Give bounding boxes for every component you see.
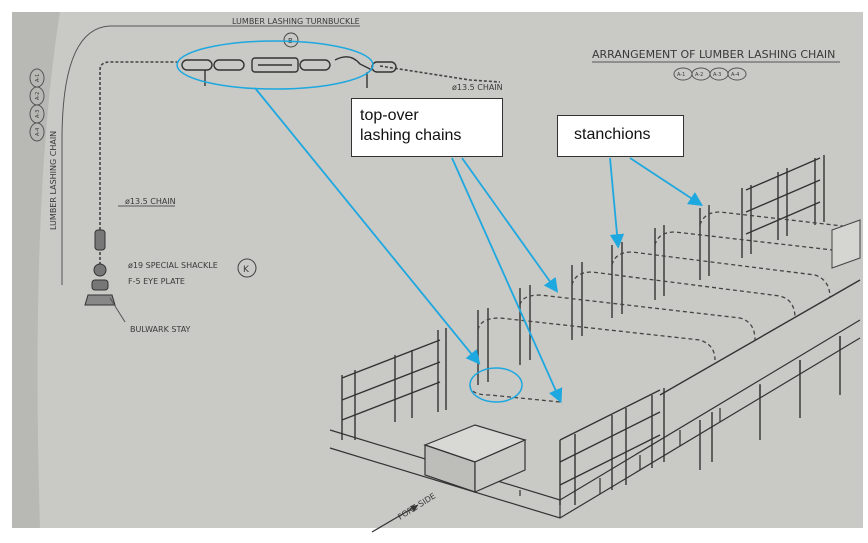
section-mark-top: A-1 (677, 72, 685, 78)
deck-hull (329, 319, 861, 519)
section-mark-top: A-2 (695, 72, 703, 78)
section-marks-left (29, 68, 45, 142)
top-over-label-line1: top-over (360, 107, 419, 124)
cargo-stack (831, 219, 861, 269)
fore-side-label: FORE SIDE (396, 491, 437, 521)
section-mark-left: A-4 (35, 128, 41, 136)
chain-label-left: ø13.5 CHAIN (125, 197, 176, 206)
stanchions-label: stanchions (574, 126, 651, 143)
attachment-highlight (469, 367, 523, 403)
chain-label-top: ø13.5 CHAIN (452, 83, 503, 92)
turnbuckle-highlight (176, 40, 374, 90)
arrow-chain-2 (461, 157, 559, 293)
arrow-stanchion-2 (629, 157, 704, 206)
chain-fittings-left (84, 229, 116, 306)
eye-plate-label: F-5 EYE PLATE (128, 277, 185, 286)
turnbuckle-mark-circle (283, 32, 299, 48)
shackle-mark-circle (237, 258, 257, 278)
top-over-callout: top-over lashing chains (351, 98, 503, 157)
bulwark-label: BULWARK STAY (130, 325, 191, 334)
section-mark-top: A-4 (731, 72, 739, 78)
forward-railing (341, 328, 447, 440)
arrow-chain-1 (451, 157, 563, 404)
drawing-title: ARRANGEMENT OF LUMBER LASHING CHAIN (592, 48, 835, 61)
turnbuckle-label: LUMBER LASHING TURNBUCKLE (232, 17, 360, 26)
turnbuckle (181, 56, 397, 88)
arrow-stanchion-1 (609, 157, 625, 249)
annotation-arrows (254, 87, 704, 404)
section-mark-left: A-3 (35, 110, 41, 118)
lumber-block (423, 424, 527, 493)
lashing-chain-left (99, 61, 180, 265)
section-mark-left: A-1 (35, 74, 41, 82)
stanchions-row (477, 155, 861, 470)
shackle-mark: K (243, 265, 250, 275)
sheet-shadow (12, 12, 60, 528)
arrow-turnbuckle-to-deck (254, 87, 481, 365)
dimension-arc (61, 25, 360, 141)
shackle-label: ø19 SPECIAL SHACKLE (128, 261, 218, 270)
section-marks-top (673, 67, 747, 81)
vertical-label: LUMBER LASHING CHAIN (49, 131, 58, 230)
bulwark-leader (109, 297, 126, 323)
fore-side-arrow (371, 504, 419, 533)
lashing-chain-right (379, 65, 501, 83)
stanchions-callout: stanchions (557, 115, 684, 157)
section-mark-top: A-3 (713, 72, 721, 78)
front-railing (559, 388, 665, 505)
fore-side-arrowhead (410, 505, 418, 512)
top-over-label-line2: lashing chains (360, 127, 462, 144)
top-over-chains (469, 211, 861, 403)
section-mark-left: A-2 (35, 92, 41, 100)
